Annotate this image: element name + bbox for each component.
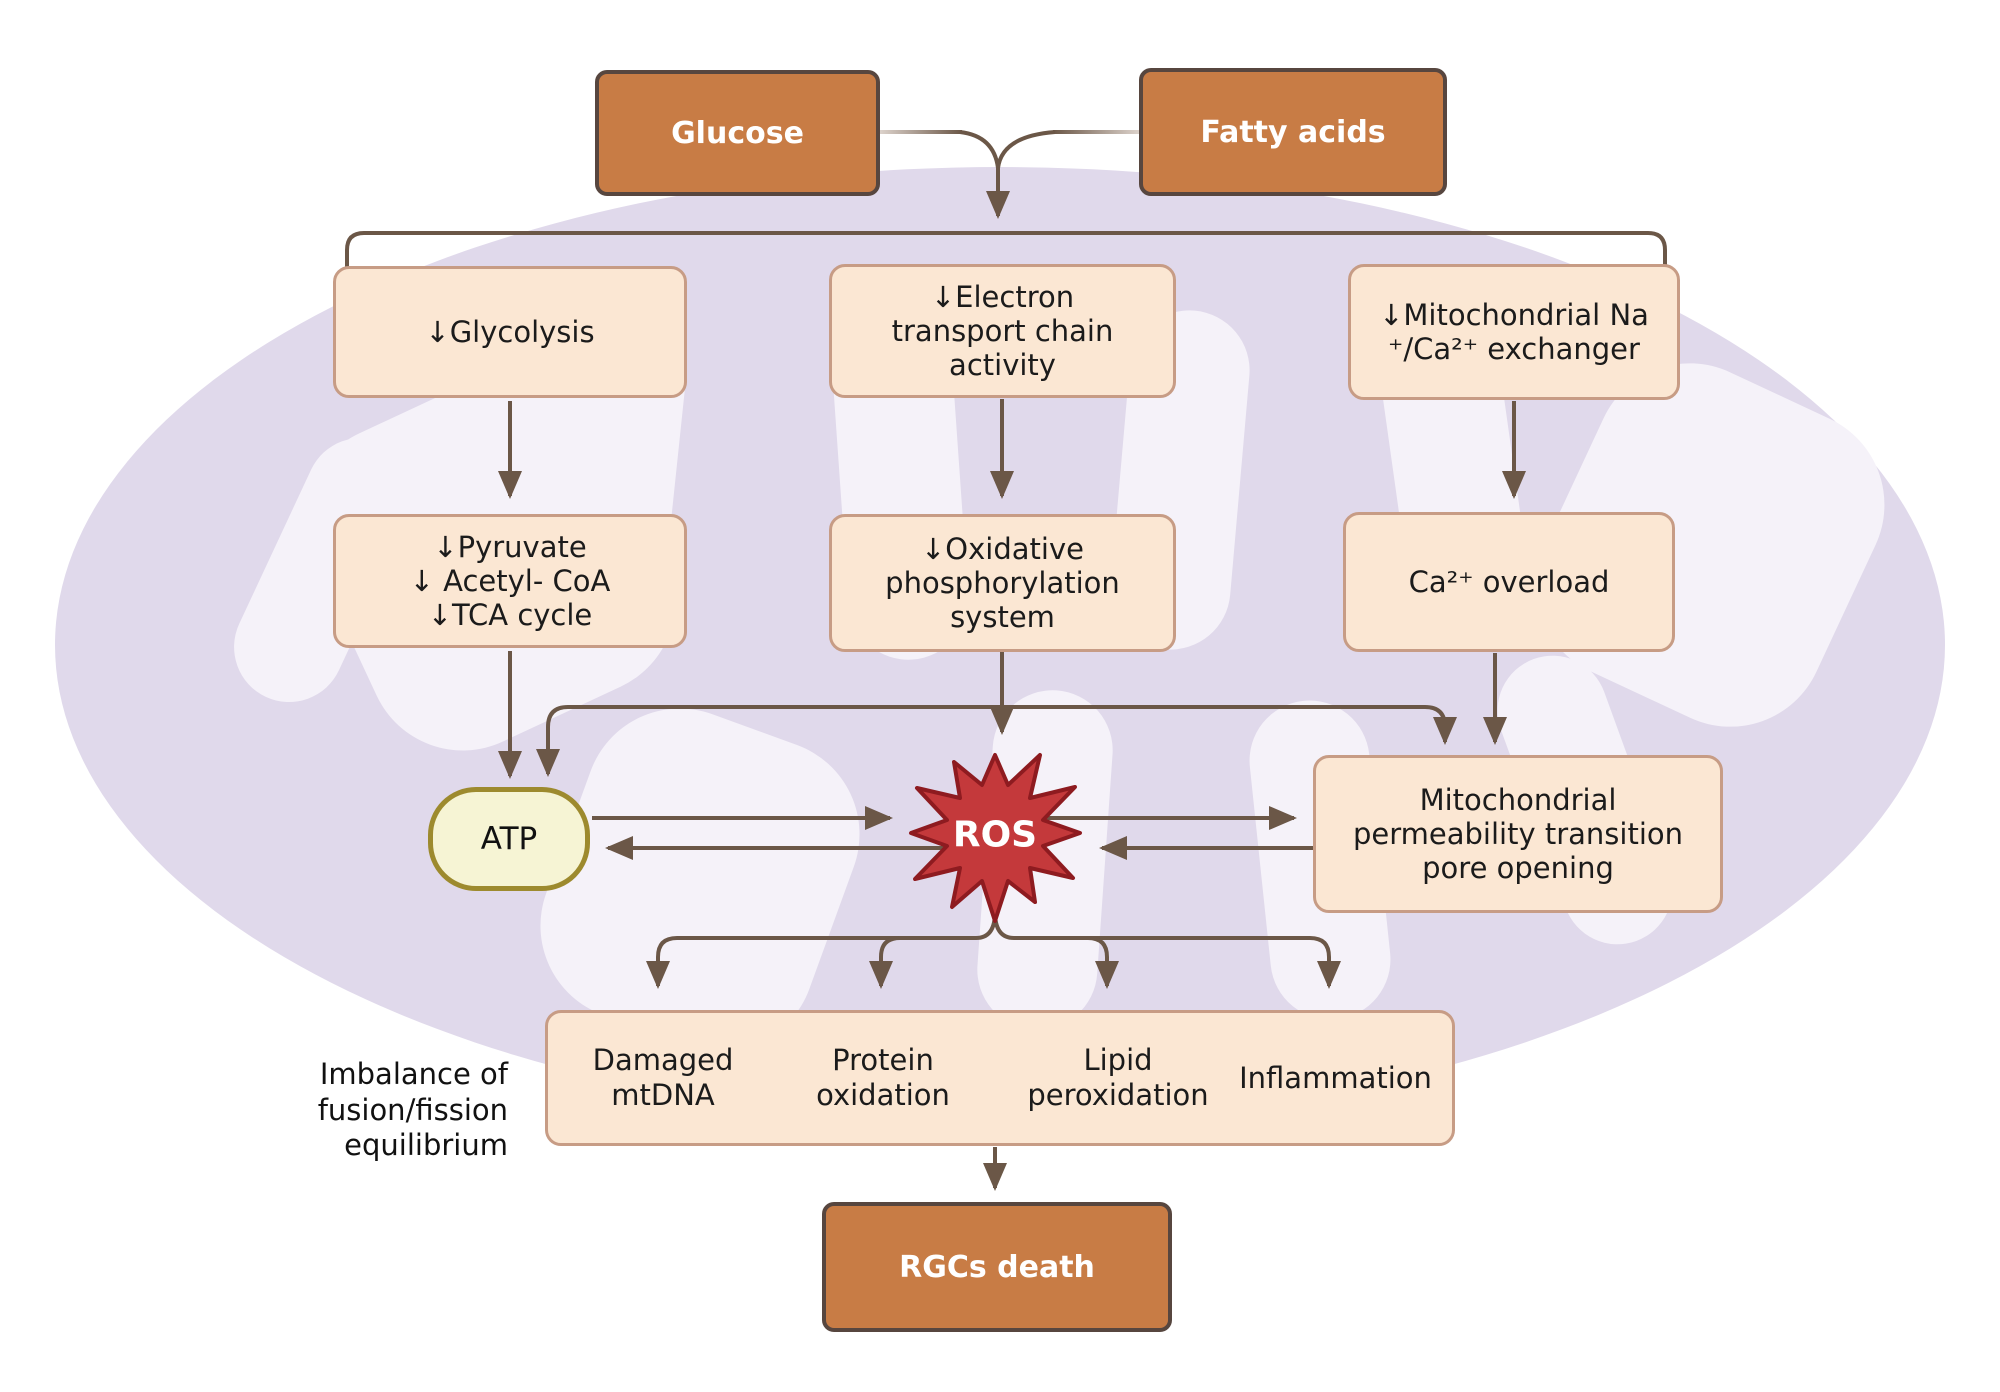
imbalance-note-label: Imbalance of fusion/fission equilibrium bbox=[317, 1057, 508, 1163]
ros-label: ROS bbox=[953, 815, 1037, 856]
etc-activity-label: ↓Electron transport chain activity bbox=[891, 279, 1114, 383]
consequence-item-lipid-peroxidation: Lipid peroxidation bbox=[1013, 1013, 1223, 1143]
arrow bbox=[993, 911, 1341, 989]
na-ca-exchanger-label: ↓Mitochondrial Na ⁺/Ca²⁺ exchanger bbox=[1379, 297, 1649, 366]
rgcs-death-node: RGCs death bbox=[822, 1202, 1172, 1332]
ca-overload-node: Ca²⁺ overload bbox=[1343, 512, 1675, 652]
arrow bbox=[959, 130, 1056, 169]
ros-starburst-icon bbox=[909, 753, 1082, 923]
imbalance-note: Imbalance of fusion/fission equilibrium bbox=[240, 1022, 508, 1164]
arrow bbox=[536, 705, 1002, 777]
arrow bbox=[869, 936, 901, 989]
consequence-label: Lipid peroxidation bbox=[1027, 1043, 1209, 1112]
atp-label: ATP bbox=[480, 821, 538, 857]
consequences-node: Damaged mtDNA Protein oxidation Lipid pe… bbox=[545, 1010, 1455, 1146]
atp-node: ATP bbox=[428, 787, 590, 891]
ros-node: ROS bbox=[909, 753, 1082, 923]
consequence-label: Inflammation bbox=[1239, 1060, 1432, 1095]
arrow bbox=[1002, 705, 1457, 745]
mptp-label: Mitochondrial permeability transition po… bbox=[1352, 782, 1684, 886]
oxphos-node: ↓Oxidative phosphorylation system bbox=[829, 514, 1176, 652]
etc-activity-node: ↓Electron transport chain activity bbox=[829, 264, 1176, 398]
pyruvate-acetyl-tca-label: ↓Pyruvate ↓ Acetyl- CoA ↓TCA cycle bbox=[409, 529, 611, 633]
oxphos-label: ↓Oxidative phosphorylation system bbox=[885, 531, 1120, 635]
fatty-acids-label: Fatty acids bbox=[1200, 114, 1386, 150]
consequence-label: Damaged mtDNA bbox=[592, 1043, 734, 1112]
glycolysis-label: ↓Glycolysis bbox=[425, 314, 595, 349]
na-ca-exchanger-node: ↓Mitochondrial Na ⁺/Ca²⁺ exchanger bbox=[1348, 264, 1680, 400]
consequence-item-protein-oxidation: Protein oxidation bbox=[783, 1013, 983, 1143]
ca-overload-label: Ca²⁺ overload bbox=[1408, 564, 1610, 599]
arrow bbox=[1087, 936, 1119, 989]
mptp-node: Mitochondrial permeability transition po… bbox=[1313, 755, 1723, 913]
arrows-layer bbox=[345, 130, 1667, 1191]
consequence-item-damaged-mtdna: Damaged mtDNA bbox=[563, 1013, 763, 1143]
arrow bbox=[345, 231, 1667, 268]
glucose-node: Glucose bbox=[595, 70, 880, 196]
arrow bbox=[646, 911, 997, 989]
consequence-item-inflammation: Inflammation bbox=[1228, 1013, 1443, 1143]
consequence-label: Protein oxidation bbox=[816, 1043, 950, 1112]
glycolysis-node: ↓Glycolysis bbox=[333, 266, 687, 398]
pyruvate-acetyl-tca-node: ↓Pyruvate ↓ Acetyl- CoA ↓TCA cycle bbox=[333, 514, 687, 648]
glucose-label: Glucose bbox=[671, 115, 804, 151]
fatty-acids-node: Fatty acids bbox=[1139, 68, 1447, 196]
rgcs-death-label: RGCs death bbox=[899, 1249, 1095, 1285]
